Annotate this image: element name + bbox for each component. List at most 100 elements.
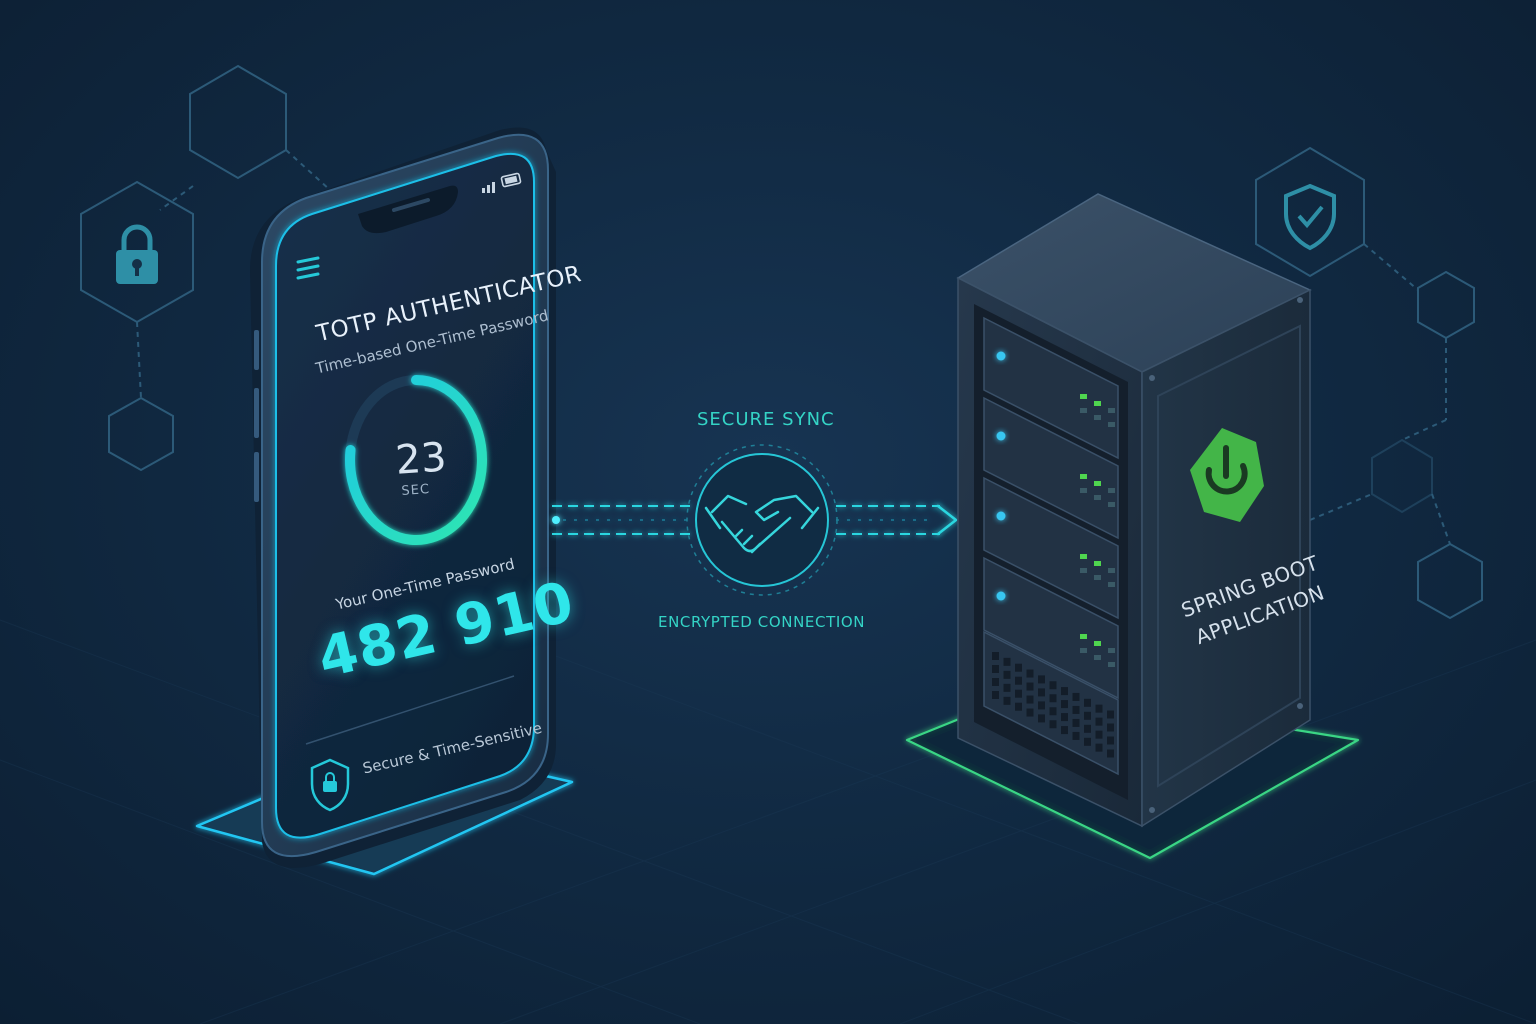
vent-slot <box>1084 698 1091 707</box>
vent-slot <box>1049 694 1057 703</box>
status-led <box>996 431 1006 441</box>
activity-light <box>1108 582 1115 587</box>
activity-light <box>1080 394 1087 399</box>
hexagon <box>189 64 287 180</box>
status-led <box>996 591 1006 601</box>
vent-slot <box>1003 683 1011 692</box>
server-unit <box>983 476 1119 620</box>
vent-slot <box>1095 717 1103 726</box>
vent-slot <box>1026 682 1034 691</box>
activity-light <box>1080 568 1087 573</box>
vent-slot <box>1061 687 1068 696</box>
secure-sync-label: SECURE SYNC <box>697 409 835 430</box>
server-vent-unit <box>983 630 1119 776</box>
vent-slot <box>1072 718 1080 727</box>
vent-slot <box>1038 714 1045 723</box>
activity-light <box>1094 415 1101 420</box>
activity-light <box>1080 488 1087 493</box>
vent-slot <box>1049 707 1057 716</box>
vent-slot <box>1095 743 1103 752</box>
hexagon <box>1417 542 1483 620</box>
vent-slot <box>1026 708 1034 717</box>
countdown-progress-arc <box>345 375 487 545</box>
hexagon <box>1255 146 1365 278</box>
vent-slot <box>1061 726 1068 735</box>
timer-value: 23 <box>394 434 448 484</box>
vent-slot <box>1038 675 1045 684</box>
menu-icon[interactable] <box>296 256 320 280</box>
vent-slot <box>1026 695 1034 704</box>
activity-light <box>1094 641 1101 646</box>
arrow-head-icon <box>936 504 958 536</box>
vent-slot <box>1072 731 1080 740</box>
vent-slot <box>1049 720 1057 729</box>
vent-slot <box>1095 704 1103 713</box>
activity-light <box>1108 568 1115 573</box>
vent-slot <box>1015 689 1022 698</box>
sync-link-lines <box>552 505 940 535</box>
vent-slot <box>992 665 999 673</box>
vent-slot <box>1061 700 1068 709</box>
server-unit <box>983 556 1119 700</box>
activity-light <box>1080 648 1087 653</box>
activity-light <box>1080 474 1087 479</box>
vent-slot <box>1084 737 1091 746</box>
activity-light <box>1108 502 1115 507</box>
otp-divider <box>305 675 515 745</box>
vent-slot <box>992 652 999 660</box>
vent-slot <box>1107 710 1114 719</box>
vent-slot <box>1038 701 1045 710</box>
activity-light <box>1094 495 1101 500</box>
vent-slot <box>1026 669 1034 678</box>
activity-light <box>1108 422 1115 427</box>
server-side <box>1141 288 1311 828</box>
handshake-badge <box>686 444 838 596</box>
vent-slot <box>1015 702 1022 711</box>
signal-icon <box>482 182 495 193</box>
activity-light <box>1094 575 1101 580</box>
activity-light <box>1108 488 1115 493</box>
activity-light <box>1094 655 1101 660</box>
padlock-icon <box>116 224 158 284</box>
vent-slot <box>1072 705 1080 714</box>
server-units <box>983 316 1119 700</box>
hex-network-right <box>1255 146 1483 620</box>
vent-slot <box>1015 676 1022 685</box>
vent-slot <box>1061 713 1068 722</box>
status-led <box>996 351 1006 361</box>
activity-light <box>1094 561 1101 566</box>
vent-slot <box>1095 730 1103 739</box>
handshake-icon <box>704 494 820 554</box>
vent-slot <box>1107 736 1114 745</box>
hexagon <box>1417 270 1475 340</box>
vent-slot <box>1072 692 1080 701</box>
vent-slot <box>1107 749 1114 758</box>
battery-icon <box>500 172 522 188</box>
activity-light <box>1108 408 1115 413</box>
vent-slot <box>1107 723 1114 732</box>
hexagon <box>1371 438 1433 514</box>
status-led <box>996 511 1006 521</box>
activity-light <box>1080 408 1087 413</box>
activity-light <box>1108 648 1115 653</box>
vent-slot <box>992 678 999 686</box>
activity-light <box>1094 481 1101 486</box>
server-unit <box>983 316 1119 460</box>
timer-unit: SEC <box>401 482 431 499</box>
hex-network-left <box>80 64 331 472</box>
countdown-ring <box>345 375 487 545</box>
vent-slot <box>1038 688 1045 697</box>
phone-device <box>250 127 556 868</box>
shield-lock-icon <box>310 758 350 812</box>
vent-slot <box>1084 711 1091 720</box>
activity-light <box>1080 554 1087 559</box>
vent-slot <box>992 691 999 699</box>
activity-light <box>1094 401 1101 406</box>
hexagon <box>108 396 174 472</box>
vent-slot <box>1003 657 1011 666</box>
vent-slot <box>1003 696 1011 705</box>
vent-slot <box>1049 681 1057 690</box>
activity-light <box>1080 634 1087 639</box>
spring-power-logo <box>1190 428 1264 522</box>
